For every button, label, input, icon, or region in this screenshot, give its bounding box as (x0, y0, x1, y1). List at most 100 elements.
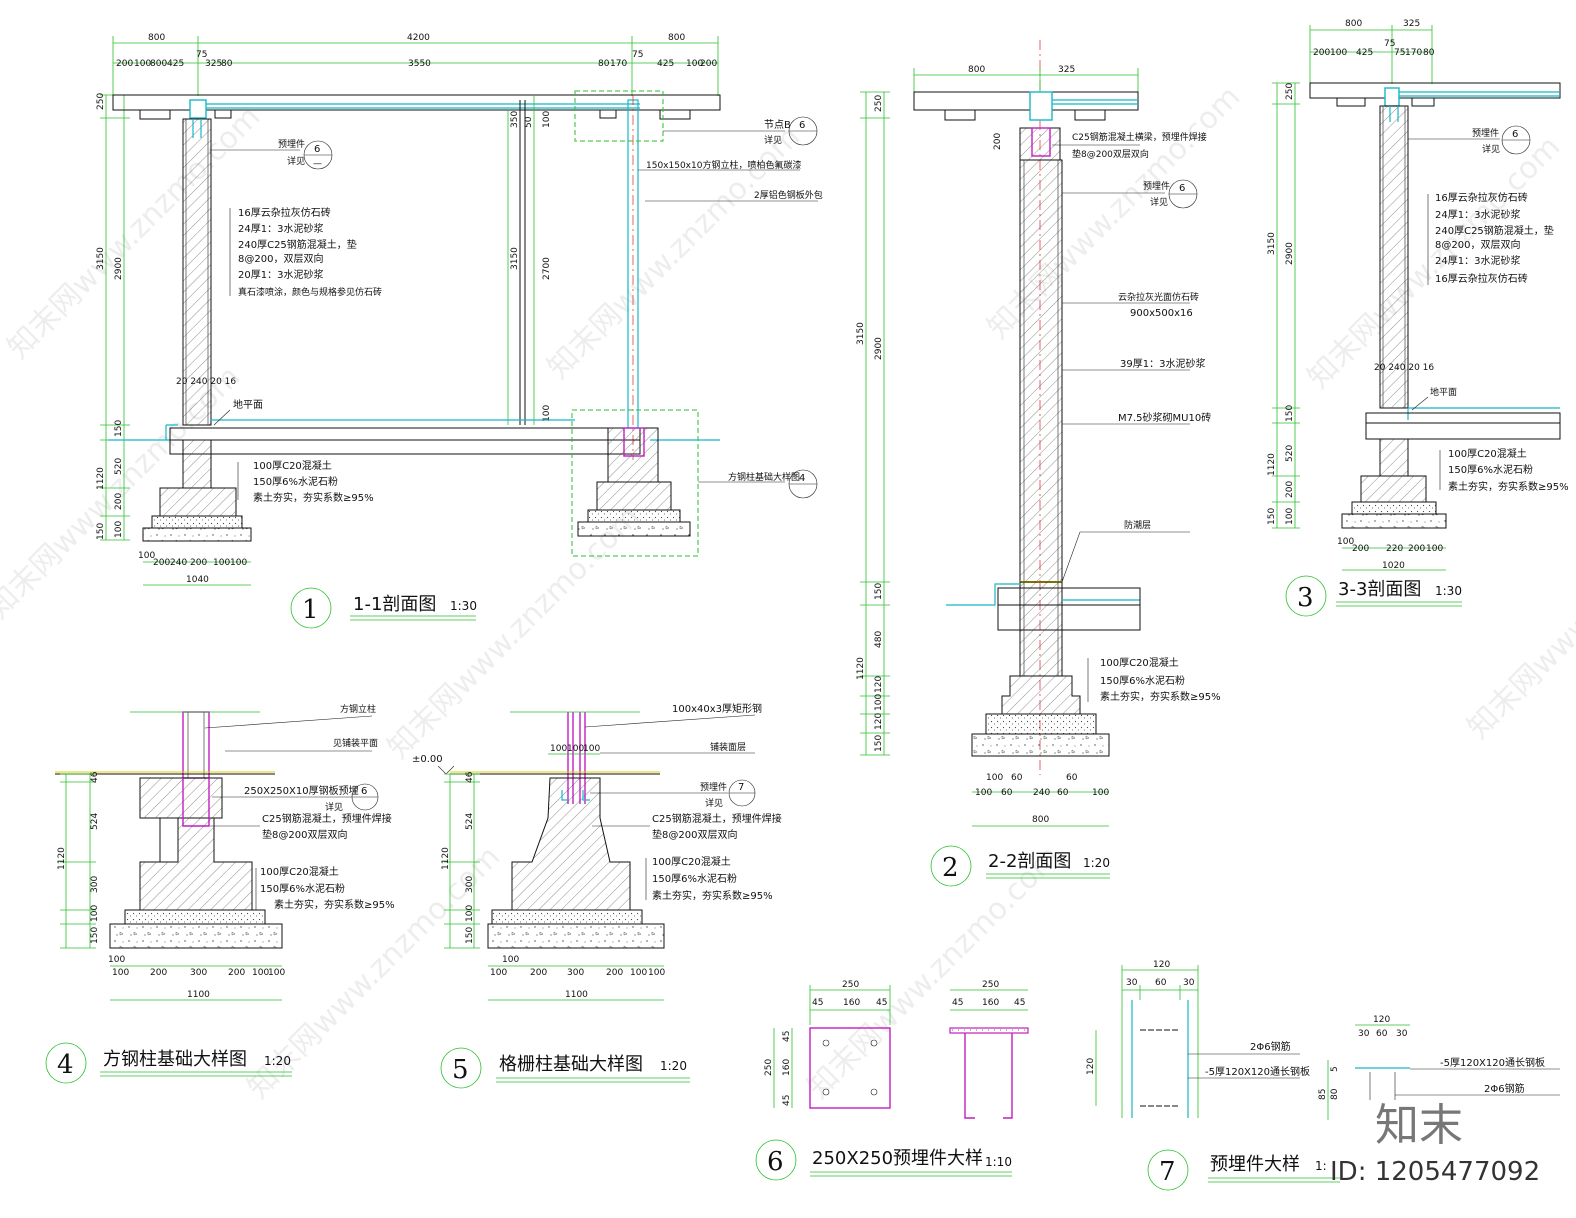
ref-bubble: 6 (799, 120, 805, 131)
post-label: 方钢立柱 (340, 703, 376, 715)
dim-text: 160 (782, 1059, 792, 1076)
see-label: 详见 (1150, 196, 1168, 208)
layer-label: 150厚6%水泥石粉 (253, 475, 338, 488)
ref-bubble: 6 (361, 786, 367, 797)
dim-text: 520 (114, 458, 124, 475)
see-label: 详见 (764, 134, 782, 146)
dim-text: 1040 (186, 575, 209, 585)
section-title: 2-2剖面图 (988, 851, 1071, 872)
dim-text: 250 (982, 980, 999, 990)
section-scale: 1:20 (264, 1054, 291, 1068)
dim-text: 1120 (856, 657, 866, 680)
footing-ref-label: 方钢柱基础大样图 (728, 471, 800, 483)
dim-text: 800 (148, 33, 165, 43)
ground-label: 地平面 (233, 398, 263, 411)
section-1-1: 800 4200 800 200 100 800 425 75 325 80 3… (96, 33, 823, 629)
rhs-label: 100x40x3厚矩形钢 (672, 702, 762, 715)
see-label: 详见 (1482, 143, 1500, 155)
section-number: 3 (1297, 583, 1314, 613)
layer-label: 20厚1：3水泥砂浆 (238, 268, 323, 281)
dim-text: 30 (1126, 978, 1138, 988)
dim-text: 80 (1423, 48, 1435, 58)
dim-text: 100 (986, 773, 1003, 783)
id-text: ID: 1205477092 (1330, 1157, 1540, 1187)
dim-text: 150 (90, 927, 100, 944)
dim-text: 250 (842, 980, 859, 990)
paving-label: 见铺装平面 (333, 737, 378, 749)
plate-label: -5厚120X120通长钢板 (1205, 1065, 1310, 1078)
ref-bubble: — (313, 159, 322, 169)
section-number: 4 (57, 1050, 74, 1080)
dim-text: 120 (874, 676, 884, 693)
brick-label: M7.5砂浆砌MU10砖 (1118, 411, 1211, 424)
ref-bubble: 7 (738, 782, 744, 793)
dim-text: 75 (632, 50, 643, 60)
ref-bubble: 6 (1179, 183, 1185, 194)
see-label: 详见 (287, 155, 305, 167)
paving-label: 铺装面层 (710, 741, 746, 753)
dim-text: 100 (1330, 48, 1347, 58)
dim-text: 100 (583, 744, 600, 754)
section-number: 1 (302, 595, 319, 625)
watermark: 知末网www.znzmo.com (801, 839, 1067, 1105)
dim-text: 60 (1155, 978, 1167, 988)
dim-text: 120 (1153, 960, 1170, 970)
see-label: 详见 (325, 801, 343, 813)
dim-text: 200 (606, 968, 623, 978)
dim-text: 300 (90, 876, 100, 893)
layer-label: 150厚6%水泥石粉 (652, 872, 737, 885)
embed-label: 预埋件 (1472, 127, 1499, 139)
section-scale: 1:10 (985, 1155, 1012, 1169)
dim-text: 45 (782, 1031, 792, 1042)
dim-text: 200 (993, 133, 1003, 150)
dim-text: 100 (1092, 788, 1109, 798)
layer-label: 240厚C25钢筋混凝土，垫 (238, 238, 357, 251)
dim-text: 80 (221, 59, 233, 69)
dim-text: 524 (90, 813, 100, 830)
dim-text: 3150 (1267, 232, 1277, 255)
dim-text: 60 (1001, 788, 1013, 798)
dim-text: 425 (657, 59, 674, 69)
dim-text: 200 (116, 59, 133, 69)
plate-label: 250X250X10厚钢板预埋 (244, 784, 359, 797)
dim-text: 800 (1032, 815, 1049, 825)
level-label: ±0.00 (412, 754, 443, 765)
watermark: 知末网www.znzmo.com (1, 99, 267, 365)
dim-text: 100 (502, 955, 519, 965)
dim-text: 800 (668, 33, 685, 43)
dim-text: 45 (812, 998, 823, 1008)
layer-label: 100厚C20混凝土 (1100, 656, 1179, 669)
section-title: 方钢柱基础大样图 (103, 1049, 247, 1070)
section-scale: 1:20 (660, 1059, 687, 1073)
layer-label: 素土夯实，夯实系数≥95% (253, 491, 374, 504)
ref-bubble: 6 (314, 144, 320, 155)
dim-text: 60 (1011, 773, 1023, 783)
dim-text: 2700 (542, 257, 552, 280)
dim-text: 160 (982, 998, 999, 1008)
dim-text: 1120 (1267, 453, 1277, 476)
dim-text: 240 (170, 558, 187, 568)
wall-dim: 20 240 20 16 (176, 377, 236, 387)
dim-text: 325 (1058, 65, 1075, 75)
section-scale: 1:20 (1083, 856, 1110, 870)
layer-label: 素土夯实，夯实系数≥95% (652, 889, 773, 902)
dim-text: 150 (874, 583, 884, 600)
dim-text: 1100 (187, 990, 210, 1000)
section-title: 预埋件大样 (1210, 1154, 1300, 1175)
dim-text: 100 (630, 968, 647, 978)
dim-text: 300 (465, 876, 475, 893)
dim-text: 520 (1285, 445, 1295, 462)
plate-label: -5厚120X120通长钢板 (1440, 1056, 1545, 1069)
dim-text: 100 (542, 405, 552, 422)
dim-text: 100 (686, 59, 703, 69)
section-4-steel-post-footing: 46 524 1120 300 100 150 100 100 200 300 … (45, 703, 395, 1084)
section-title: 1-1剖面图 (353, 594, 436, 615)
dim-text: 250 (764, 1059, 774, 1076)
stone-size: 900x500x16 (1130, 308, 1193, 319)
logo-text: 知末 (1375, 1100, 1463, 1151)
dim-text: 60 (1057, 788, 1069, 798)
dim-text: 425 (1356, 48, 1373, 58)
layer-label: 16厚云杂拉灰仿石砖 (1435, 191, 1528, 204)
rc-label: C25钢筋混凝土，预埋件焊接 (652, 812, 782, 825)
section-scale: 1: (1315, 1159, 1327, 1173)
